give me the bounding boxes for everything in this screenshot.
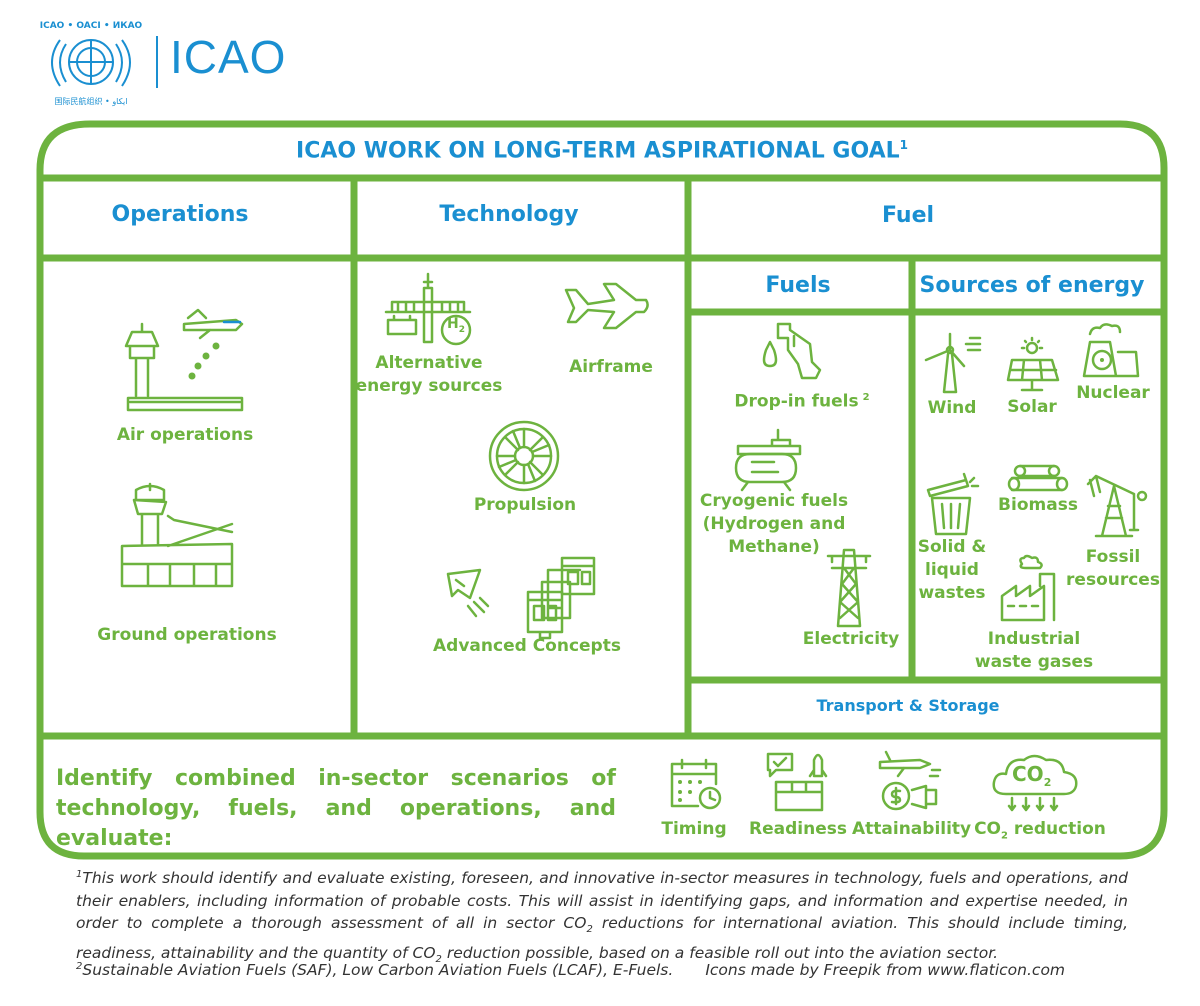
title-text: ICAO WORK ON LONG-TERM ASPIRATIONAL GOAL (296, 138, 900, 164)
electricity-label: Electricity (802, 629, 900, 649)
air-operations-icon (124, 308, 244, 412)
h2-symbol: H2 (447, 316, 465, 335)
waste-bin-icon (926, 472, 980, 536)
co2-cloud-text: CO2 (1012, 762, 1052, 789)
alternative-energy-icon (384, 272, 472, 346)
timing-label: Timing (661, 819, 727, 839)
propulsion-label: Propulsion (473, 495, 577, 515)
technology-heading: Technology (439, 202, 579, 227)
title-footnote-mark: 1 (899, 138, 908, 152)
advanced-concepts-label: Advanced Concepts (433, 636, 621, 656)
oil-pump-icon (1086, 474, 1148, 538)
readiness-icon (766, 752, 828, 812)
svg-text:ICAO • OACI • ИКАО: ICAO • OACI • ИКАО (40, 21, 143, 31)
solar-label: Solar (1007, 397, 1057, 417)
ground-operations-label: Ground operations (97, 625, 277, 645)
engine-icon (488, 420, 560, 492)
nuclear-label: Nuclear (1076, 383, 1150, 403)
fuels-subheading: Fuels (765, 273, 831, 298)
wind-label: Wind (927, 398, 977, 418)
logo-divider (156, 36, 158, 88)
readiness-label: Readiness (749, 819, 847, 839)
evaluate-statement: Identify combined in-sector scenarios of… (56, 766, 616, 851)
co2-cloud-icon (992, 754, 1078, 812)
power-pylon-icon (826, 548, 872, 628)
wind-turbine-icon (924, 332, 982, 394)
footnote-2: 2Sustainable Aviation Fuels (SAF), Low C… (76, 961, 1066, 980)
svg-text:国际民航组织 • ايكاو: 国际民航组织 • ايكاو (55, 96, 128, 106)
biomass-label: Biomass (998, 495, 1078, 515)
nuclear-icon (1082, 323, 1140, 378)
icon-credit: Icons made by Freepik from www.flaticon.… (705, 961, 1066, 980)
operations-heading: Operations (111, 202, 249, 227)
attainability-label: Attainability (852, 819, 972, 839)
airplane-icon (564, 282, 649, 330)
cryogenic-tank-icon (734, 428, 802, 492)
icao-seal-logo: ICAO • OACI • ИКАО 国际民航组织 • ايكاو (40, 21, 143, 106)
ground-operations-icon (120, 482, 234, 588)
air-operations-label: Air operations (116, 425, 254, 445)
co2-reduction-label: CO2 reduction (974, 819, 1106, 842)
sources-subheading: Sources of energy (919, 273, 1145, 298)
fuel-nozzle-icon (762, 322, 822, 380)
calendar-clock-icon (670, 758, 722, 810)
biomass-logs-icon (1007, 464, 1069, 492)
advanced-concepts-icon (446, 556, 596, 640)
factory-icon (1000, 554, 1056, 622)
solar-panel-icon (1006, 336, 1060, 392)
attainability-icon (878, 750, 942, 811)
airframe-label: Airframe (569, 357, 653, 377)
brand-name: ICAO (170, 31, 287, 83)
transport-storage-label: Transport & Storage (816, 696, 1000, 715)
diagram-title: ICAO WORK ON LONG-TERM ASPIRATIONAL GOAL… (40, 138, 1164, 163)
footnote-1: 1This work should identify and evaluate … (76, 869, 1128, 966)
fuel-heading: Fuel (881, 203, 935, 228)
